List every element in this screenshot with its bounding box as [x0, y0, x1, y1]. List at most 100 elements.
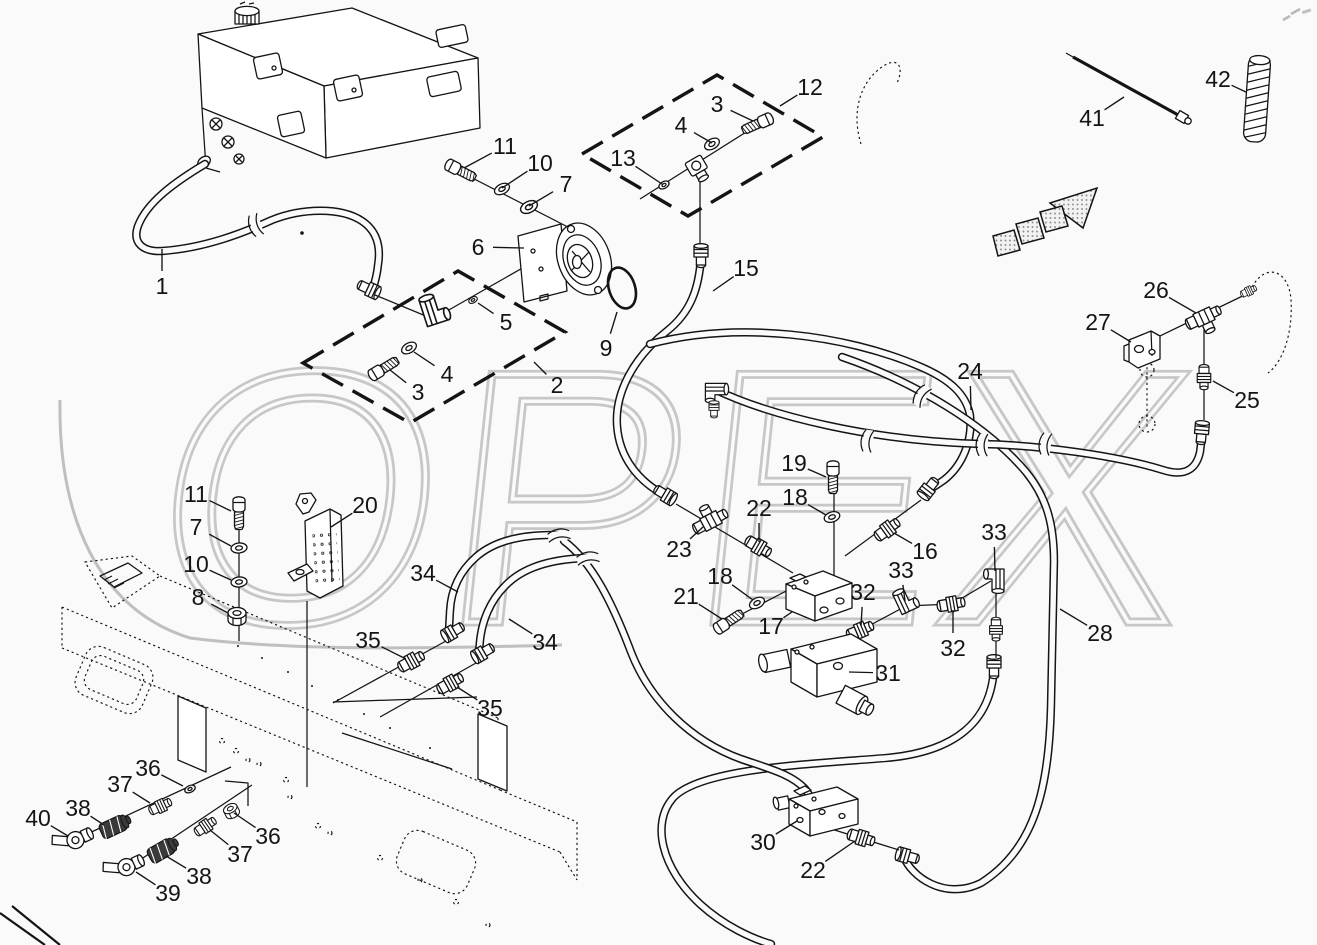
- nut-36-lower: [221, 800, 242, 822]
- bolt-11-left: [232, 496, 246, 531]
- tank-pads: [252, 23, 469, 138]
- hose-34-right: [468, 549, 601, 666]
- callout-leader-37: [132, 791, 151, 804]
- callout-leader-24: [969, 385, 972, 411]
- callout-leader-6: [492, 246, 525, 249]
- callout-label-19: 19: [781, 450, 807, 476]
- callout-leader-22: [824, 840, 856, 863]
- hose-to-valve-30: [559, 536, 818, 806]
- bolt-19: [826, 460, 840, 495]
- callout-leader-35: [381, 646, 407, 660]
- flange-fitting-12: [684, 154, 714, 186]
- callout-label-33: 33: [981, 519, 1007, 545]
- hose-bottom-inner: [657, 654, 1002, 945]
- ghost-hose-right: [1251, 271, 1292, 374]
- callout-leader-10: [209, 569, 232, 581]
- part-callouts: 1234131211107659341541422627252419181623…: [25, 66, 1260, 906]
- callout-leader-32: [860, 606, 863, 627]
- pump-assembly-6: [517, 222, 613, 303]
- bracket-27: [1123, 330, 1161, 369]
- cable-tie-41: [1065, 52, 1192, 125]
- callout-label-22: 22: [800, 857, 826, 883]
- callout-label-36: 36: [255, 823, 281, 849]
- callout-leader-36: [161, 774, 184, 787]
- callout-leader-33: [902, 584, 906, 602]
- callout-label-28: 28: [1087, 620, 1113, 646]
- callout-label-8: 8: [192, 584, 205, 610]
- callout-leader-15: [712, 276, 735, 292]
- callout-leader-3: [389, 369, 407, 384]
- callout-leader-41: [1104, 96, 1125, 111]
- callout-leader-11: [209, 499, 232, 512]
- machine-frame: [0, 555, 578, 945]
- tank-plugs: [209, 117, 245, 165]
- callout-label-18: 18: [782, 484, 808, 510]
- hose-34-left: [438, 526, 572, 645]
- callout-label-15: 15: [733, 255, 759, 281]
- valve-17: [785, 570, 853, 622]
- callout-label-41: 41: [1079, 105, 1105, 131]
- callout-label-38: 38: [186, 863, 212, 889]
- callout-label-3: 3: [412, 379, 425, 405]
- callout-leader-18: [731, 584, 754, 601]
- bolt-11-top: [442, 157, 479, 185]
- callout-leader-3: [730, 109, 754, 122]
- o-ring-9: [606, 266, 638, 310]
- callout-label-16: 16: [912, 538, 938, 564]
- callout-label-1: 1: [156, 273, 169, 299]
- callout-label-11: 11: [493, 133, 517, 159]
- callout-leader-36: [233, 812, 256, 829]
- ghost-hose-upper: [856, 61, 901, 145]
- callout-leader-33: [993, 546, 996, 572]
- callout-leader-4: [413, 351, 435, 367]
- valve-31: [758, 633, 878, 716]
- callout-label-25: 25: [1234, 387, 1260, 413]
- callout-label-30: 30: [750, 829, 776, 855]
- callout-leader-19: [807, 468, 827, 478]
- callout-leader-39: [135, 871, 156, 886]
- callout-leader-34: [435, 579, 459, 593]
- callout-label-23: 23: [666, 536, 692, 562]
- mounting-kit-box-2: [299, 269, 569, 425]
- coupler-39: [99, 845, 148, 886]
- mounting-kit-box-12: [578, 73, 827, 218]
- callout-label-17: 17: [758, 613, 784, 639]
- callout-label-12: 12: [797, 74, 823, 100]
- watermark: OPEX OPEX: [58, 292, 1219, 703]
- nut-8: [227, 606, 247, 627]
- callout-label-38: 38: [65, 795, 91, 821]
- callout-leader-35: [456, 686, 478, 701]
- spiral-wrap-42: [1242, 54, 1272, 143]
- callout-label-10: 10: [527, 150, 553, 176]
- hydraulic-tank: [197, 1, 481, 173]
- hidden-bolt-end-27: [1138, 415, 1156, 433]
- callout-label-37: 37: [107, 771, 133, 797]
- callout-leader-25: [1212, 380, 1235, 394]
- watermark-swoosh: [58, 399, 563, 650]
- washer-36-upper: [182, 782, 198, 796]
- callout-label-20: 20: [352, 492, 378, 518]
- callout-label-21: 21: [673, 583, 699, 609]
- hoses: [132, 61, 1292, 945]
- callout-label-10: 10: [183, 551, 209, 577]
- callout-leader-16: [893, 532, 913, 545]
- watermark-text-inner: OPEX: [140, 297, 1215, 699]
- callout-leader-38: [90, 815, 105, 826]
- callout-label-32: 32: [940, 635, 966, 661]
- callout-leader-17: [783, 611, 793, 619]
- callout-leader-23: [689, 526, 704, 540]
- washer-7-top: [517, 197, 541, 217]
- callout-leader-28: [1059, 608, 1088, 626]
- callout-leader-18: [807, 503, 827, 516]
- callout-leader-2: [533, 361, 547, 375]
- callout-label-42: 42: [1205, 66, 1231, 92]
- callout-label-34: 34: [532, 629, 558, 655]
- callout-label-27: 27: [1085, 309, 1111, 335]
- fitting-37-lower: [191, 813, 220, 839]
- callout-label-6: 6: [472, 234, 485, 260]
- callout-label-33: 33: [888, 557, 914, 583]
- hose-loop-top: [645, 328, 975, 503]
- nut-26-end: [1238, 283, 1259, 300]
